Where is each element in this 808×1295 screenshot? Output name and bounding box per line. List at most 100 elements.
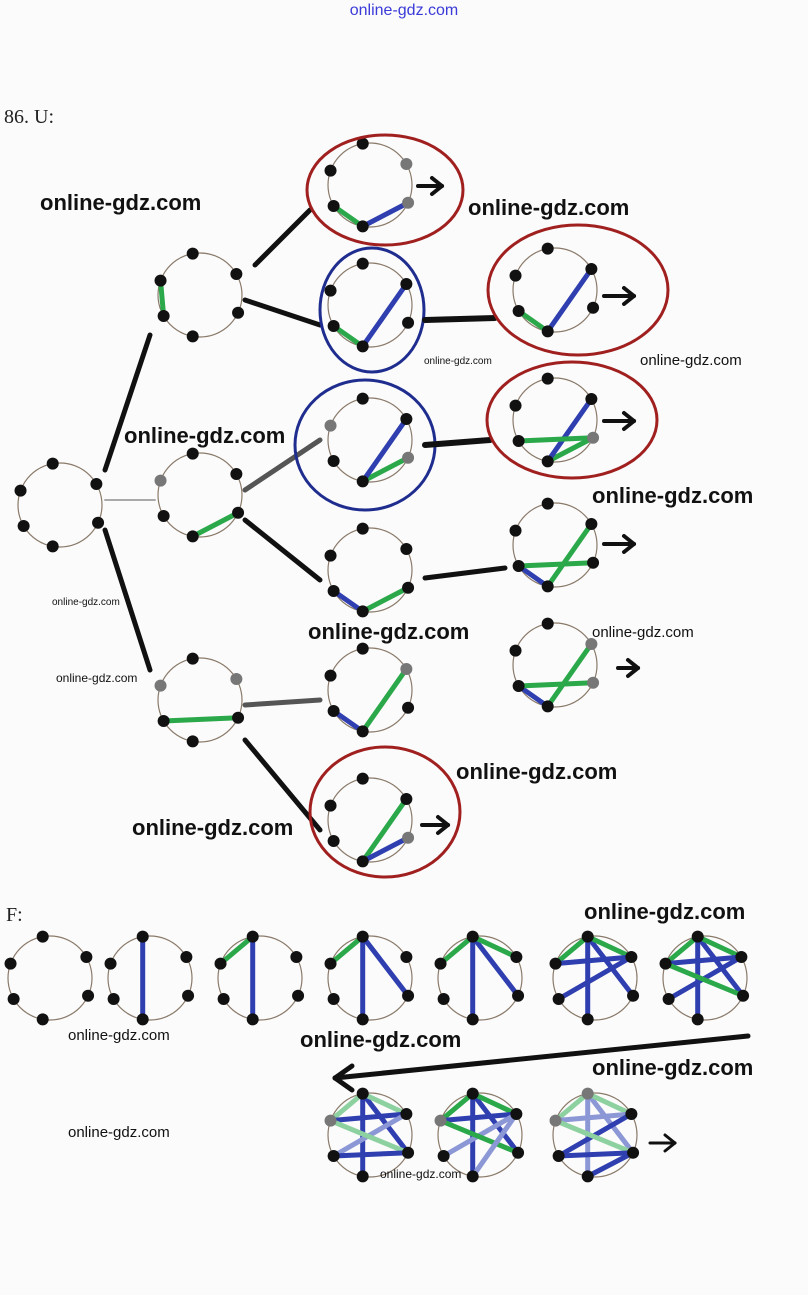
graph-edge <box>545 435 596 464</box>
graph-vertex <box>327 1150 340 1162</box>
graph-vertex <box>36 930 49 943</box>
graph-vertex <box>186 735 199 748</box>
watermark: online-gdz.com <box>308 619 470 644</box>
graph-vertex <box>356 392 369 405</box>
graph-edge <box>190 510 241 539</box>
edge <box>422 565 508 581</box>
graph-vertex <box>324 284 337 297</box>
graph-vertex <box>154 679 167 692</box>
graph-vertex <box>230 268 243 280</box>
graph-vertex <box>541 325 554 338</box>
graph-vertex <box>186 330 199 343</box>
arrow-head <box>436 815 450 827</box>
graph-vertex <box>402 701 415 714</box>
graph-edge <box>663 961 746 999</box>
graph-vertex <box>182 989 195 1002</box>
edge <box>242 737 323 833</box>
graph-edge <box>328 1111 409 1124</box>
graph-vertex <box>324 799 337 812</box>
graph-circle <box>327 1092 413 1178</box>
graph-circle <box>512 622 598 708</box>
graph-edge <box>470 934 521 999</box>
graph-circle <box>17 462 103 548</box>
graph-edge <box>360 585 411 614</box>
graph-vertex <box>581 930 594 943</box>
graph-vertex <box>80 951 93 963</box>
watermark: online-gdz.com <box>380 1167 462 1181</box>
graph-edge <box>585 1150 636 1179</box>
graph-vertex <box>549 957 562 970</box>
graph-vertex <box>585 263 598 275</box>
watermark: online-gdz.com <box>592 483 754 508</box>
graph-vertex <box>509 269 522 282</box>
graph-vertex <box>327 585 340 597</box>
graph-vertex <box>292 989 305 1002</box>
graph-vertex <box>7 993 20 1005</box>
graph-vertex <box>107 993 120 1005</box>
graph-vertex <box>324 1114 337 1127</box>
graph-vertex <box>581 1087 594 1100</box>
graph-vertex <box>509 399 522 412</box>
graph-vertex <box>327 455 340 467</box>
graph-vertex <box>46 540 59 553</box>
graph-circle <box>512 502 598 588</box>
watermark: online-gdz.com <box>592 624 694 641</box>
graph-vertex <box>400 793 413 805</box>
graph-edge <box>663 954 744 967</box>
site-header[interactable]: online-gdz.com <box>349 2 459 19</box>
graph-edge <box>470 1091 519 1117</box>
graph-vertex <box>585 393 598 405</box>
graph-edge <box>360 416 409 484</box>
graph-edge <box>553 1118 636 1156</box>
graph-vertex <box>186 447 199 460</box>
graph-vertex <box>324 164 337 177</box>
graph-vertex <box>402 196 415 209</box>
graph-edge <box>360 666 409 734</box>
graph-vertex <box>290 951 303 963</box>
graph-edge <box>360 200 411 229</box>
graph-vertex <box>541 617 554 630</box>
graph-vertex <box>541 497 554 510</box>
arrow-head <box>430 184 444 196</box>
graph-edge <box>585 1091 636 1156</box>
graph-edge <box>556 954 634 1002</box>
graph-edge <box>328 1091 366 1124</box>
edge <box>242 437 323 493</box>
graph-circle <box>327 142 413 228</box>
graph-vertex <box>541 372 554 385</box>
graph-vertex <box>356 257 369 270</box>
graph-edge <box>360 281 409 349</box>
graph-vertex <box>662 993 675 1005</box>
edge <box>242 697 323 708</box>
graph-vertex <box>356 1087 369 1100</box>
graph-vertex <box>400 663 413 675</box>
graph-edge <box>516 560 596 569</box>
edge <box>422 437 493 448</box>
graph-edge <box>695 934 746 999</box>
graph-circle <box>662 935 748 1021</box>
graph-circle <box>512 247 598 333</box>
graph-edge <box>360 835 411 864</box>
graph-vertex <box>356 772 369 785</box>
graph-vertex <box>437 993 450 1005</box>
graph-vertex <box>400 278 413 290</box>
graph-circle <box>327 397 413 483</box>
arrow-head <box>663 1141 677 1153</box>
graph-circle <box>327 647 413 733</box>
graph-vertex <box>324 957 337 970</box>
graph-vertex <box>82 989 95 1002</box>
graph-edge <box>545 521 594 589</box>
edge <box>422 315 498 323</box>
graph-vertex <box>327 200 340 212</box>
graph-edge <box>545 266 594 334</box>
graph-circle <box>217 935 303 1021</box>
graph-vertex <box>186 652 199 665</box>
graph-vertex <box>400 951 413 963</box>
graph-vertex <box>466 1170 479 1183</box>
arrow-head <box>622 294 636 306</box>
graph-circle <box>552 935 638 1021</box>
graph-vertex <box>324 419 337 432</box>
graph-edge <box>516 680 596 689</box>
selection-loop <box>308 745 462 879</box>
arrow-head <box>622 534 636 546</box>
